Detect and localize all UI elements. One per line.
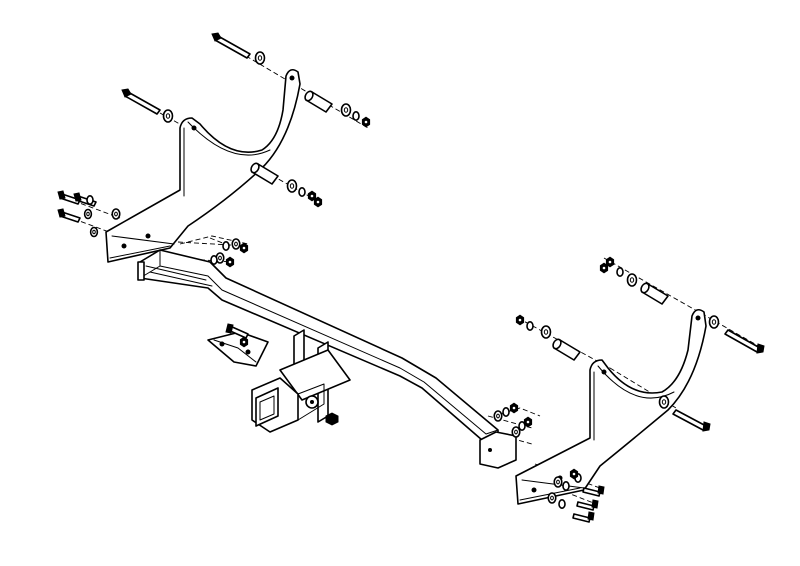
washer-hole	[234, 241, 238, 247]
spacer-tube	[552, 338, 581, 361]
long-bolt	[121, 88, 161, 115]
short-bolt	[576, 499, 599, 511]
nut-hole	[310, 194, 314, 198]
bracket-bolt-hole	[695, 315, 701, 321]
flat-washer	[254, 51, 266, 65]
lock-washer	[502, 406, 510, 417]
washer-hole	[257, 55, 263, 61]
lock-washer	[352, 111, 360, 122]
washer-hole	[343, 107, 349, 113]
lock-washer	[86, 195, 94, 206]
washer-hole	[543, 329, 549, 335]
washer-hole	[629, 277, 635, 283]
long-bolts	[121, 32, 765, 432]
flat-washer	[286, 179, 298, 193]
bracket-bolt-hole	[191, 125, 197, 131]
long-bolt	[724, 329, 765, 354]
washer-hole	[556, 479, 560, 485]
washer-hole	[289, 183, 295, 189]
lock-washer	[526, 320, 534, 331]
nut-hole	[526, 420, 530, 424]
lock-washer	[562, 480, 570, 491]
washer-hole	[711, 319, 717, 325]
nut-hole	[602, 266, 606, 270]
flat-washer	[540, 325, 552, 339]
flat-washer	[553, 476, 563, 488]
bracket-bolt-hole	[601, 369, 607, 375]
short-bolt	[57, 190, 81, 205]
nut-hole	[608, 260, 612, 264]
left-side-bracket	[105, 68, 301, 263]
flat-washer	[658, 395, 670, 409]
nut-hole	[518, 318, 522, 322]
washer-hole	[165, 113, 171, 119]
washers-and-nuts	[83, 51, 720, 509]
flat-washer	[511, 426, 521, 438]
washer-hole	[496, 413, 500, 419]
nut-hole	[242, 246, 246, 250]
spacer-tube	[250, 162, 279, 185]
safety-chain-plate	[207, 323, 269, 367]
nut-hole	[228, 260, 232, 264]
hex-nut	[325, 412, 339, 426]
right-side-bracket	[515, 308, 707, 505]
washer-hole	[114, 211, 118, 217]
bracket-bolt-hole	[121, 243, 127, 249]
washer-hole	[514, 429, 518, 435]
lock-washer	[210, 255, 218, 266]
lock-washer	[298, 187, 306, 198]
nut-hole	[572, 472, 576, 476]
nut-hole	[364, 120, 368, 124]
short-bolts	[57, 190, 605, 523]
short-bolt	[582, 485, 605, 497]
flat-washer	[340, 103, 352, 117]
long-bolt	[672, 409, 711, 432]
flat-washer	[231, 238, 241, 250]
flat-washer	[708, 315, 720, 329]
lock-washer	[558, 498, 566, 509]
washer-hole	[550, 495, 554, 501]
short-bolt	[57, 208, 81, 223]
flat-washer	[111, 208, 121, 220]
spacer-tube	[304, 90, 333, 113]
flat-washer	[89, 226, 99, 238]
washer-hole	[218, 255, 222, 261]
flat-washer	[83, 208, 93, 220]
washer-hole	[92, 229, 96, 235]
spacer-tubes	[250, 90, 669, 361]
lock-washer	[518, 420, 526, 431]
nut-hole	[316, 200, 320, 204]
washer-hole	[661, 399, 667, 405]
hitch-crossbar	[137, 249, 517, 469]
receiver-assembly	[251, 329, 351, 433]
flat-washer	[493, 410, 503, 422]
bracket-bolt-hole	[531, 487, 537, 493]
flat-washer	[162, 109, 174, 123]
flat-washer	[547, 492, 557, 504]
short-bolt	[572, 511, 595, 523]
bracket-bolt-hole	[289, 75, 295, 81]
plate-bolt-hole	[488, 448, 492, 452]
washer-hole	[86, 211, 90, 217]
lock-washer	[616, 266, 624, 277]
lock-washer	[222, 241, 230, 252]
nut-hole	[242, 340, 246, 344]
bracket-bolt-hole	[145, 233, 151, 239]
nut-hole	[512, 406, 516, 410]
spacer-tube	[640, 282, 669, 305]
long-bolt	[211, 32, 251, 59]
crossbar-end-plate	[479, 431, 517, 469]
flat-washer	[626, 273, 638, 287]
